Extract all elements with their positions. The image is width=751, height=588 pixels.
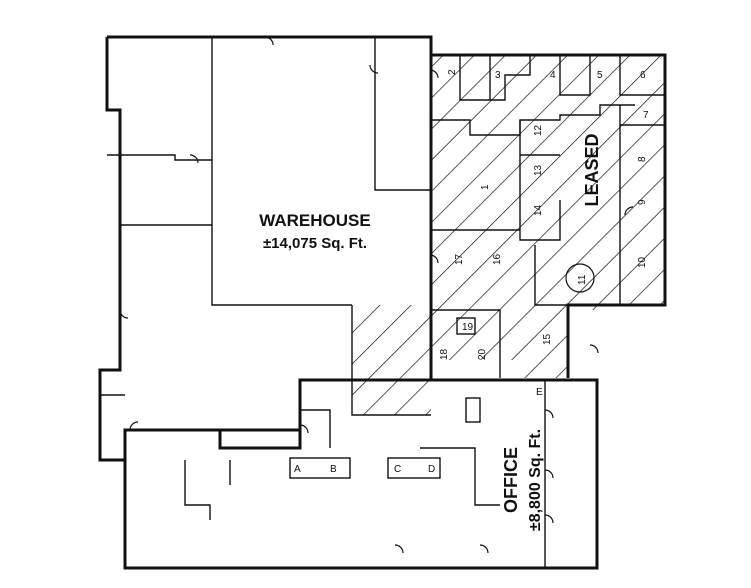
leased-label: LEASED [582, 133, 602, 206]
room-number: 2 [447, 69, 458, 75]
room-number: 13 [533, 164, 544, 176]
office-area: ±8,800 Sq. Ft. [527, 429, 544, 531]
room-number: 6 [640, 70, 646, 81]
office-walls [123, 378, 599, 570]
room-number: 11 [577, 274, 588, 285]
room-number: 19 [462, 322, 474, 333]
room-number: 1 [480, 184, 491, 190]
room-number: 20 [477, 348, 488, 360]
dock-label-b: B [330, 464, 337, 475]
room-number: 17 [454, 253, 465, 265]
room-number: 18 [439, 348, 450, 360]
dock-label-d: D [428, 464, 435, 475]
office-title: OFFICE [501, 447, 521, 513]
door-swings [119, 36, 634, 554]
room-number: 9 [637, 199, 648, 205]
leased-wing-walls [431, 53, 667, 378]
office-interior [184, 380, 546, 568]
room-number: 7 [643, 110, 649, 121]
leased-area-hatching [352, 55, 665, 415]
room-number: 3 [495, 70, 501, 81]
room-number: 12 [533, 124, 544, 136]
dock-label-e: E [536, 387, 543, 398]
room-number: 14 [533, 204, 544, 216]
room-number: 5 [597, 70, 603, 81]
dock-label-c: C [394, 464, 401, 475]
room-number: 15 [542, 333, 553, 345]
room-numbers: 2 3 4 5 6 7 8 9 10 11 12 13 14 15 16 17 … [439, 69, 649, 360]
room-number: 10 [637, 256, 648, 268]
room-number: 16 [492, 253, 503, 265]
warehouse-title: WAREHOUSE [259, 211, 370, 230]
dock-labels: A B C D E [294, 387, 543, 475]
warehouse-interior [100, 37, 431, 416]
room-number: 8 [637, 156, 648, 162]
room-number: 4 [550, 70, 556, 81]
dock-label-a: A [294, 464, 301, 475]
warehouse-area: ±14,075 Sq. Ft. [263, 235, 367, 252]
